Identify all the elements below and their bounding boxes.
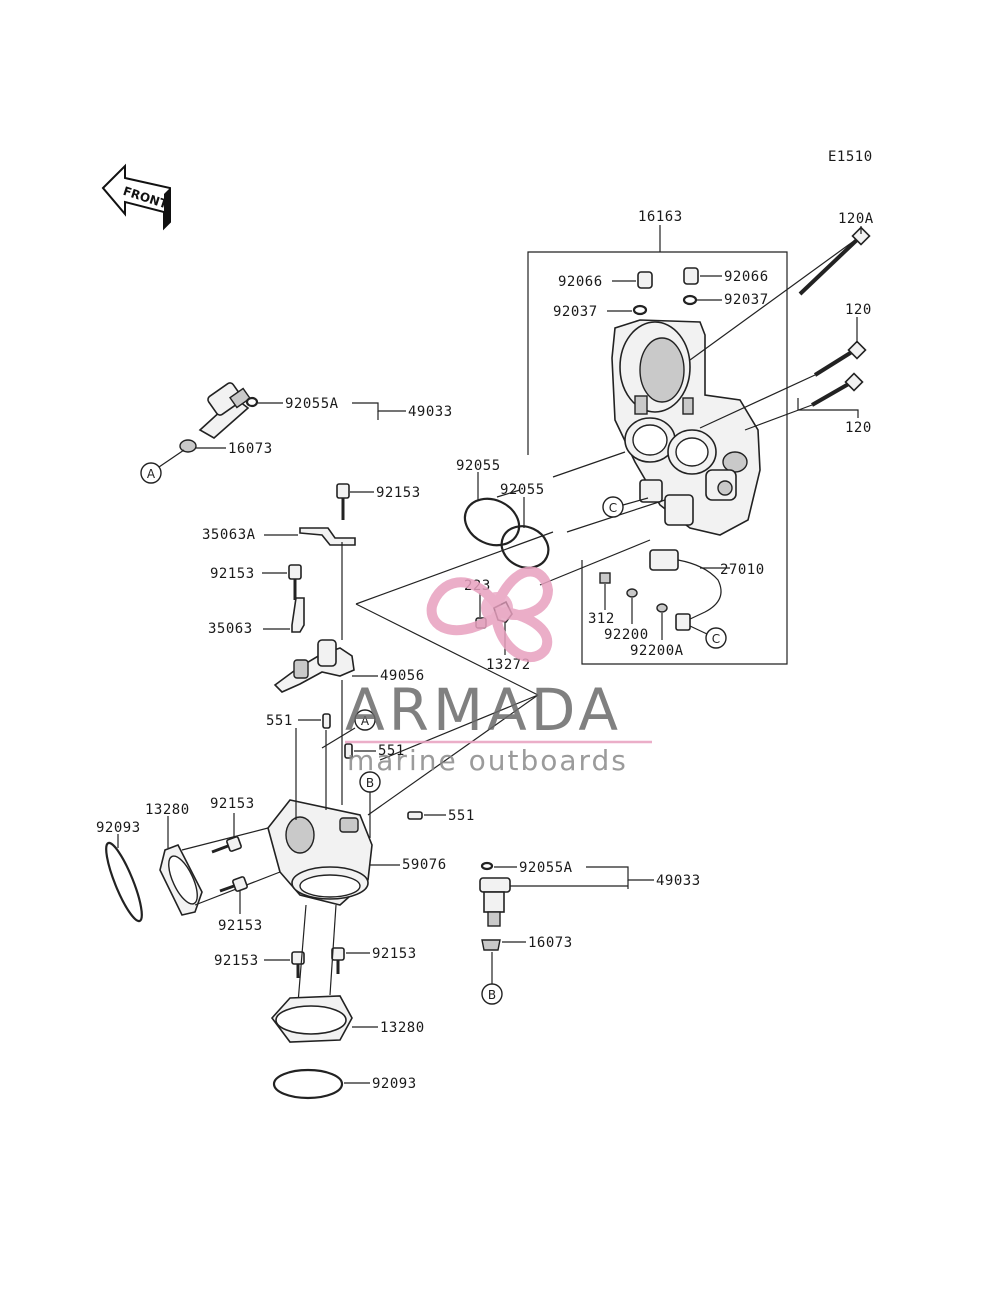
label-49056: 49056 bbox=[380, 668, 425, 684]
label-92200: 92200 bbox=[604, 627, 649, 643]
assembly-box-16163 bbox=[527, 225, 788, 665]
washer-92200 bbox=[626, 588, 638, 598]
pin-551-a bbox=[322, 713, 331, 729]
label-312: 312 bbox=[588, 611, 615, 627]
sensor-27010 bbox=[649, 549, 722, 631]
callout-b-bottom-letter: B bbox=[488, 988, 496, 1002]
bolt-92153-d bbox=[219, 876, 248, 893]
bolt-120-bottom bbox=[744, 372, 864, 431]
label-551-a: 551 bbox=[266, 713, 293, 729]
label-92153-b: 92153 bbox=[210, 566, 255, 582]
callout-a-mid bbox=[354, 709, 376, 731]
label-551-c: 551 bbox=[448, 808, 475, 824]
callout-c-bottom-letter: C bbox=[712, 632, 720, 646]
label-92055-a: 92055 bbox=[456, 458, 501, 474]
label-13272: 13272 bbox=[486, 657, 531, 673]
label-92153-d: 92153 bbox=[218, 918, 263, 934]
label-92066-left: 92066 bbox=[558, 274, 603, 290]
label-92055-b: 92055 bbox=[500, 482, 545, 498]
injector-49033-bottom bbox=[479, 861, 511, 927]
propeller-logo-icon bbox=[426, 566, 554, 663]
label-92037-right: 92037 bbox=[724, 292, 769, 308]
seal-92093-bottom bbox=[272, 1068, 344, 1100]
oring-92037-right bbox=[682, 294, 698, 306]
label-92153-c: 92153 bbox=[210, 796, 255, 812]
washer-92200A bbox=[656, 603, 668, 613]
pin-551-c bbox=[407, 811, 423, 820]
label-16073-top: 16073 bbox=[228, 441, 273, 457]
label-92066-right: 92066 bbox=[724, 269, 769, 285]
intake-manifold-59076 bbox=[267, 799, 373, 906]
callout-c-bottom bbox=[705, 627, 727, 649]
pin-551-b bbox=[344, 743, 353, 759]
label-92200A: 92200A bbox=[630, 643, 684, 659]
diagram-code: E1510 bbox=[828, 149, 873, 165]
cap-92066-left bbox=[637, 271, 653, 289]
label-27010: 27010 bbox=[720, 562, 765, 578]
label-120A: 120A bbox=[838, 211, 874, 227]
label-49033-top: 49033 bbox=[408, 404, 453, 420]
label-35063A: 35063A bbox=[202, 527, 256, 543]
bolt-92153-b bbox=[288, 564, 302, 600]
injector-49033-top bbox=[198, 382, 259, 439]
callout-a-mid-letter: A bbox=[361, 714, 370, 728]
bolt-120A bbox=[689, 226, 871, 361]
front-arrow-icon: FRONT bbox=[101, 163, 171, 231]
label-120-bottom: 120 bbox=[845, 420, 872, 436]
label-92055A-bottom: 92055A bbox=[519, 860, 573, 876]
label-59076: 59076 bbox=[402, 857, 447, 873]
grommet-16073-top bbox=[179, 439, 197, 453]
bracket-35063A bbox=[299, 527, 356, 546]
label-92153-a: 92153 bbox=[376, 485, 421, 501]
oring-92055-a bbox=[463, 497, 521, 547]
label-16163: 16163 bbox=[638, 209, 683, 225]
bolt-92153-a bbox=[336, 483, 350, 520]
oring-92055-b bbox=[500, 525, 550, 569]
callout-b-mid-letter: B bbox=[366, 776, 374, 790]
seal-92093-left bbox=[105, 841, 143, 923]
nut-312 bbox=[599, 572, 611, 584]
label-49033-bottom: 49033 bbox=[656, 873, 701, 889]
gasket-13280-bottom bbox=[270, 995, 353, 1043]
label-92093-left: 92093 bbox=[96, 820, 141, 836]
callout-c-top-letter: C bbox=[609, 501, 617, 515]
watermark: ARMADA marine outboards bbox=[345, 566, 652, 777]
label-551-b: 551 bbox=[378, 743, 405, 759]
fuel-pipe-49056 bbox=[273, 639, 355, 693]
bolt-120-top bbox=[699, 340, 867, 429]
watermark-tagline: marine outboards bbox=[347, 744, 628, 777]
callout-a-top-letter: A bbox=[147, 467, 156, 481]
bolt-92153-f bbox=[331, 947, 345, 974]
gasket-13280-left bbox=[159, 843, 203, 916]
label-35063: 35063 bbox=[208, 621, 253, 637]
label-13280-bottom: 13280 bbox=[380, 1020, 425, 1036]
label-13280-top: 13280 bbox=[145, 802, 190, 818]
label-16073-bottom: 16073 bbox=[528, 935, 573, 951]
watermark-brand: ARMADA bbox=[345, 676, 622, 744]
label-92055A-top: 92055A bbox=[285, 396, 339, 412]
grommet-16073-bottom bbox=[481, 939, 501, 951]
callout-a-top bbox=[140, 462, 162, 484]
throttle-body bbox=[611, 319, 761, 536]
label-120-top: 120 bbox=[845, 302, 872, 318]
label-92093-bottom: 92093 bbox=[372, 1076, 417, 1092]
label-92153-e: 92153 bbox=[214, 953, 259, 969]
oring-92037-left bbox=[632, 304, 648, 316]
callout-c-top bbox=[602, 496, 624, 518]
label-92037-left: 92037 bbox=[553, 304, 598, 320]
bracket-35063 bbox=[291, 597, 305, 633]
bolt-92153-c bbox=[211, 836, 242, 854]
label-92153-f: 92153 bbox=[372, 946, 417, 962]
cap-92066-right bbox=[683, 267, 699, 285]
